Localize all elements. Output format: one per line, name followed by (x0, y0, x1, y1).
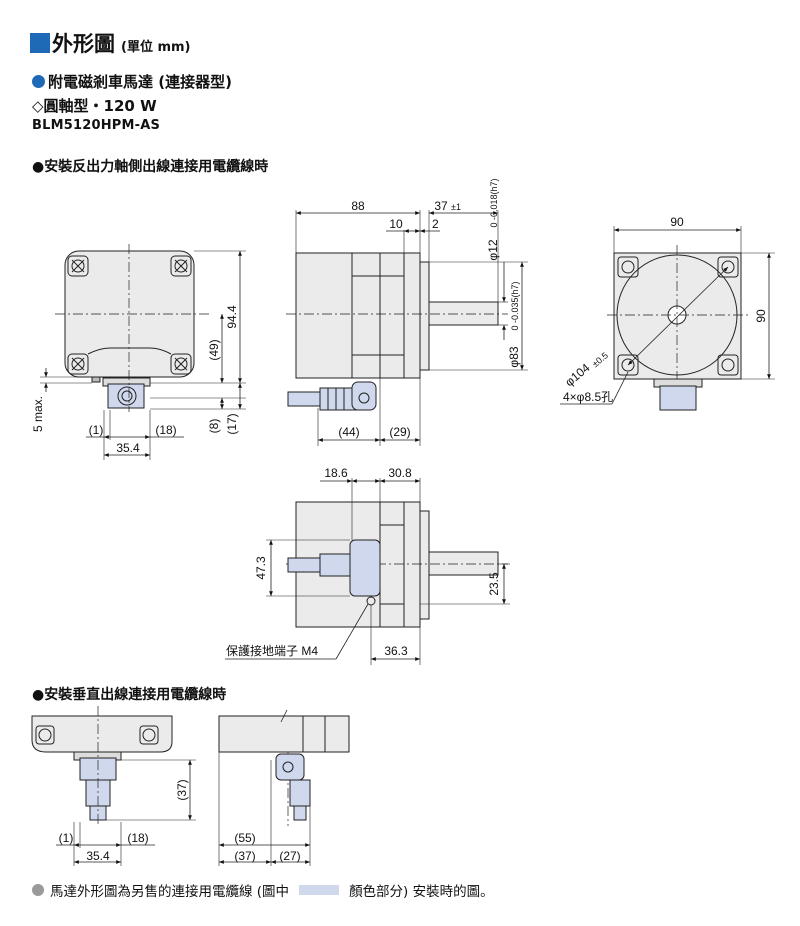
model-number: BLM5120HPM-AS (32, 118, 161, 133)
top-connector-icon (287, 539, 381, 597)
flange-connector-icon (653, 378, 703, 411)
dim-side-2: 2 (432, 217, 439, 231)
dim-front-49: (49) (207, 339, 221, 360)
dim-top-235: 23.5 (487, 572, 501, 596)
ground-terminal-label: 保護接地端子 M4 (226, 643, 318, 658)
flange-view (560, 226, 775, 411)
dim-vert-width: 35.4 (86, 849, 110, 863)
dim-front-18: (18) (155, 423, 176, 437)
dim-side-44: (44) (338, 425, 359, 439)
cable-connector-icon (287, 381, 377, 411)
dim-side-37tol: ±1 (451, 202, 461, 212)
shaft (428, 301, 499, 326)
dim-side-shaft-tol: 0 -0.018(h7) (489, 178, 499, 227)
dim-top-363: 36.3 (384, 644, 408, 658)
mount-hole-icon (67, 255, 89, 277)
dim-side-37: 37 (434, 199, 448, 213)
top-view (225, 478, 510, 665)
dim-flange-width: 90 (670, 215, 684, 229)
dim-vert-55: (55) (234, 831, 255, 845)
dim-side-29: (29) (389, 425, 410, 439)
page-title: 外形圖 (52, 32, 115, 56)
dim-front-height: 94.4 (225, 305, 239, 329)
dimension-labels: 94.4 (49) (8) (17) 5 max. (1) (18) 35.4 … (31, 178, 768, 863)
dim-front-max5: 5 max. (31, 396, 45, 432)
dim-front-8: (8) (207, 419, 221, 434)
dim-front-17: (17) (225, 413, 239, 434)
page-header: 外形圖 (單位 mm) (30, 28, 191, 58)
section1-title: ●安裝反出力軸側出線連接用電纜線時 (32, 159, 269, 175)
color-swatch (299, 885, 340, 895)
dim-side-length: 88 (351, 199, 365, 213)
dim-vert-27: (27) (279, 849, 300, 863)
note-bullet-icon (32, 884, 44, 896)
dim-flange-height: 90 (754, 309, 768, 323)
dim-top-186: 18.6 (324, 466, 348, 480)
header-square-icon (30, 33, 50, 53)
dim-top-308: 30.8 (388, 466, 412, 480)
dim-vert-37b: (37) (234, 849, 255, 863)
front-view (40, 244, 246, 460)
product-spec: ◇圓軸型・120 W (32, 97, 157, 115)
side-view (286, 210, 528, 446)
dim-side-shaft: φ12 (486, 239, 500, 260)
dim-front-width: 35.4 (116, 441, 140, 455)
dim-flange-pcd-tol: ±0.5 (590, 350, 610, 369)
dim-vert-18: (18) (127, 831, 148, 845)
connector-icon (107, 383, 145, 409)
dim-side-pilot-tol: 0 -0.035(h7) (510, 281, 520, 330)
vertical-front-view (31, 706, 196, 866)
vertical-side-view (218, 709, 350, 866)
dim-side-10: 10 (389, 217, 403, 231)
dim-flange-pcd: φ104 (562, 360, 593, 389)
product-type: 附電磁剎車馬達 (連接器型) (32, 71, 232, 92)
bullet-circle-icon (32, 75, 45, 88)
dim-vert-37: (37) (175, 779, 189, 800)
dim-front-1: (1) (89, 423, 104, 437)
dim-vert-1: (1) (59, 831, 74, 845)
dim-side-pilot: φ83 (507, 346, 521, 367)
dim-top-473: 47.3 (254, 556, 268, 580)
unit-label: (單位 mm) (121, 39, 191, 55)
footnote: 馬達外形圖為另售的連接用電纜線 (圖中 顏色部分) 安裝時的圖。 (32, 880, 494, 900)
section2-title: ●安裝垂直出線連接用電纜線時 (32, 687, 227, 703)
dim-flange-holes: 4×φ8.5孔 (563, 390, 613, 404)
